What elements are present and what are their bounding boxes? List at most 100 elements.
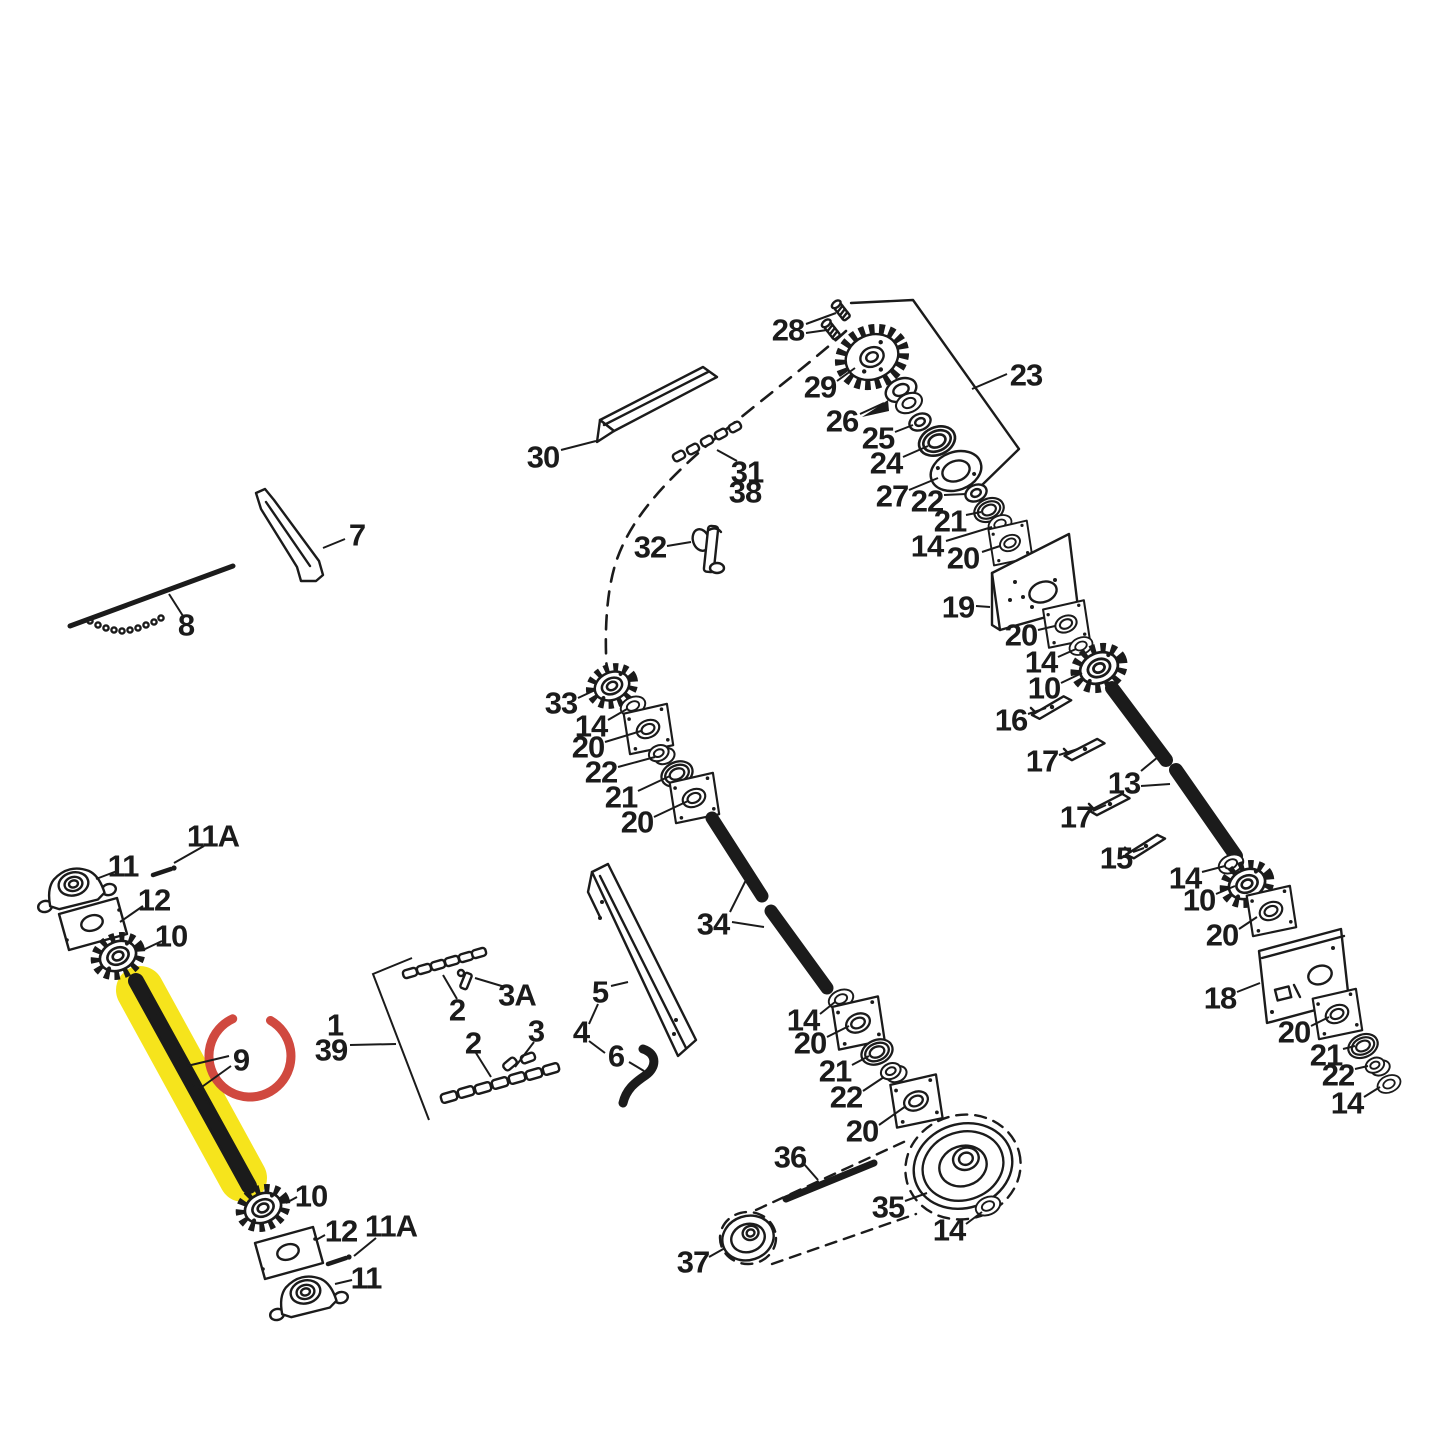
part-label-25: 25 bbox=[862, 421, 895, 456]
leader-line-31 bbox=[716, 449, 738, 462]
leader-line-11 bbox=[334, 1279, 353, 1285]
part-label-3A: 3A bbox=[498, 978, 536, 1013]
part-36-rod bbox=[782, 1159, 878, 1203]
leader-line-8 bbox=[168, 593, 184, 617]
part-label-28: 28 bbox=[772, 313, 805, 348]
leader-line-13 bbox=[1140, 783, 1171, 787]
part-label-30: 30 bbox=[527, 440, 559, 475]
part-label-4: 4 bbox=[573, 1015, 591, 1050]
leader-line-20 bbox=[653, 800, 689, 818]
part-label-11A: 11A bbox=[365, 1209, 418, 1244]
part-29-sprocket bbox=[834, 323, 910, 391]
part-8-rod bbox=[67, 563, 236, 635]
leader-line-4 bbox=[588, 1040, 606, 1054]
leader-line-23 bbox=[971, 373, 1008, 390]
leader-line-11A bbox=[353, 1237, 377, 1257]
part-label-6: 6 bbox=[608, 1039, 625, 1074]
part-9-shaft bbox=[128, 973, 257, 1194]
part-label-11: 11 bbox=[108, 849, 140, 884]
leader-line-29 bbox=[836, 367, 856, 382]
part-label-20: 20 bbox=[572, 730, 604, 765]
leader-line-14 bbox=[1057, 648, 1077, 658]
part-2-chain bbox=[439, 1061, 561, 1105]
leader-line-12 bbox=[119, 905, 144, 923]
leader-line-14 bbox=[1201, 865, 1226, 873]
leader-line-22 bbox=[862, 1076, 885, 1092]
part-label-26: 26 bbox=[826, 404, 859, 439]
part-label-15: 15 bbox=[1100, 841, 1133, 876]
leader-line-33 bbox=[577, 690, 594, 699]
part-label-14: 14 bbox=[1169, 861, 1203, 896]
part-label-10: 10 bbox=[295, 1179, 327, 1214]
leader-line-21 bbox=[851, 1055, 870, 1066]
part-label-22: 22 bbox=[830, 1080, 862, 1115]
leader-line-17 bbox=[1058, 748, 1079, 756]
leader-line-14 bbox=[1363, 1086, 1381, 1098]
leader-line-14 bbox=[945, 526, 993, 542]
leader-line-24 bbox=[902, 445, 929, 458]
part-label-14: 14 bbox=[575, 709, 609, 744]
leader-line-15 bbox=[1132, 847, 1145, 853]
part-7-blade bbox=[254, 487, 325, 583]
part-label-20: 20 bbox=[1278, 1015, 1310, 1050]
leader-line-13 bbox=[1140, 756, 1159, 772]
part-35-pulley bbox=[912, 1121, 1014, 1211]
part-27-flangette bbox=[929, 449, 983, 493]
part-label-23: 23 bbox=[1010, 358, 1043, 393]
leader-line-22 bbox=[943, 493, 967, 496]
leader-line-22 bbox=[617, 756, 656, 768]
leader-line-27 bbox=[908, 477, 939, 491]
part-34-shaft bbox=[705, 811, 834, 995]
part-label-10: 10 bbox=[155, 919, 187, 954]
leader-line-20 bbox=[826, 1025, 850, 1038]
part-label-32: 32 bbox=[634, 530, 666, 565]
leader-line-20 bbox=[1238, 916, 1258, 930]
part-6-hook bbox=[618, 1044, 659, 1108]
part-label-14: 14 bbox=[911, 529, 945, 564]
part-label-5: 5 bbox=[592, 975, 609, 1010]
part-2-chain bbox=[401, 946, 488, 980]
part-label-34: 34 bbox=[697, 907, 731, 942]
part-label-12: 12 bbox=[138, 883, 170, 918]
part-label-14: 14 bbox=[933, 1213, 967, 1248]
leader-line-3A bbox=[474, 977, 506, 988]
part-3A-connector bbox=[456, 968, 473, 991]
leader-line-22 bbox=[1354, 1065, 1369, 1070]
part-label-22: 22 bbox=[1322, 1058, 1354, 1093]
leader-line-32 bbox=[666, 541, 692, 547]
leader-line-19 bbox=[975, 605, 991, 608]
part-label-38: 38 bbox=[729, 475, 762, 510]
leader-line-20 bbox=[1037, 625, 1056, 631]
leader-line-25 bbox=[894, 424, 914, 433]
part-label-21: 21 bbox=[605, 780, 638, 815]
leader-line-3 bbox=[514, 1041, 535, 1068]
leader-line-16 bbox=[1027, 707, 1047, 715]
part-label-14: 14 bbox=[1331, 1086, 1365, 1121]
leader-line-11 bbox=[95, 870, 118, 880]
leader-line-28 bbox=[805, 312, 837, 325]
leader-line-36 bbox=[803, 1163, 819, 1181]
part-label-17: 17 bbox=[1060, 800, 1092, 835]
leader-line-18 bbox=[1236, 982, 1261, 993]
part-label-20: 20 bbox=[794, 1026, 826, 1061]
leader-line-9 bbox=[198, 1065, 232, 1090]
part-label-9: 9 bbox=[233, 1043, 250, 1078]
part-label-22: 22 bbox=[585, 755, 617, 790]
part-label-11: 11 bbox=[351, 1261, 383, 1296]
part-20-flange bbox=[1245, 884, 1298, 938]
part-13-shaft bbox=[1105, 681, 1243, 863]
part-20-flange bbox=[1311, 987, 1364, 1041]
part-label-1: 1 bbox=[327, 1008, 344, 1043]
part-label-27: 27 bbox=[876, 479, 908, 514]
leader-line-7 bbox=[322, 538, 346, 549]
part-label-35: 35 bbox=[872, 1190, 905, 1225]
leader-line-21 bbox=[965, 511, 982, 516]
leader-line-37 bbox=[708, 1247, 726, 1258]
part-label-31: 31 bbox=[731, 455, 764, 490]
leader-line-2 bbox=[475, 1052, 492, 1078]
part-label-12: 12 bbox=[325, 1214, 357, 1249]
leader-line-20 bbox=[981, 545, 1001, 553]
